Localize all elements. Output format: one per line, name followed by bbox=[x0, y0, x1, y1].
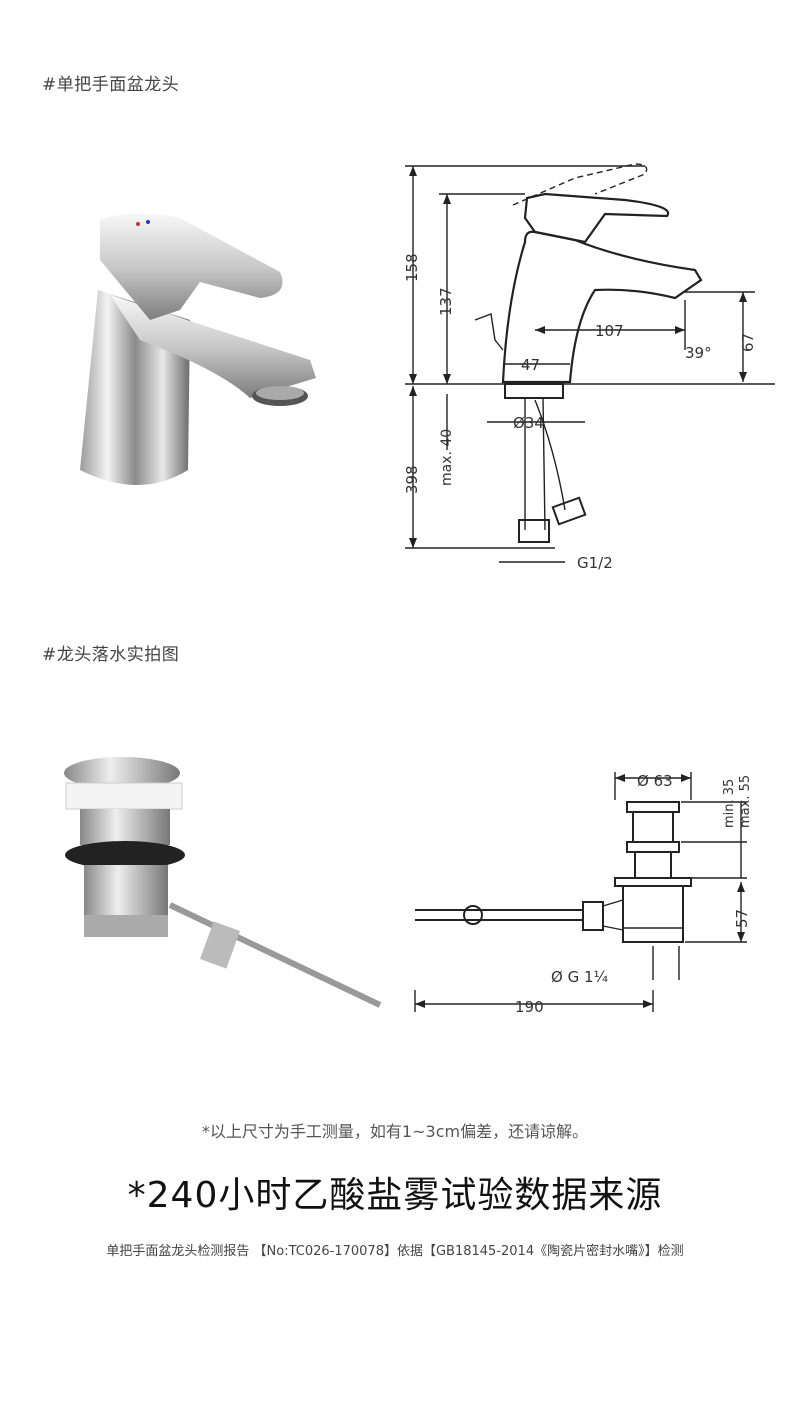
drain-technical-drawing: Ø 63 min. 35 max. 55 57 Ø G 1¼ 190 bbox=[414, 772, 753, 1016]
dim-34: Ø34 bbox=[513, 414, 544, 432]
drain-photo bbox=[64, 757, 382, 1008]
section-label-drain: #龙头落水实拍图 bbox=[42, 645, 180, 665]
dim-57: 57 bbox=[733, 909, 751, 928]
dim-g114: Ø G 1¼ bbox=[551, 968, 609, 986]
headline-test-source: *240小时乙酸盐雾试验数据来源 bbox=[127, 1175, 663, 1216]
dim-min35: min. 35 bbox=[722, 779, 737, 828]
faucet-technical-drawing: 158 137 398 max. 40 107 67 47 39° Ø34 G1… bbox=[403, 163, 775, 572]
section-label-faucet: #单把手面盆龙头 bbox=[42, 75, 180, 95]
faucet-photo bbox=[80, 213, 316, 485]
dim-67: 67 bbox=[739, 333, 757, 352]
measurement-note: *以上尺寸为手工测量，如有1~3cm偏差，还请谅解。 bbox=[201, 1122, 589, 1141]
dim-39-angle: 39° bbox=[685, 344, 712, 362]
report-reference: 单把手面盆龙头检测报告 【No:TC026-170078】依据【GB18145-… bbox=[106, 1244, 684, 1259]
dim-g12: G1/2 bbox=[577, 554, 613, 572]
dim-107: 107 bbox=[595, 322, 624, 340]
dim-47: 47 bbox=[521, 356, 540, 374]
dim-63: Ø 63 bbox=[637, 772, 673, 790]
dim-max55: max. 55 bbox=[738, 775, 753, 828]
dim-158: 158 bbox=[403, 253, 421, 282]
dim-190: 190 bbox=[515, 998, 544, 1016]
dim-137: 137 bbox=[437, 287, 455, 316]
dim-max40: max. 40 bbox=[439, 429, 455, 486]
dim-398: 398 bbox=[403, 465, 421, 494]
